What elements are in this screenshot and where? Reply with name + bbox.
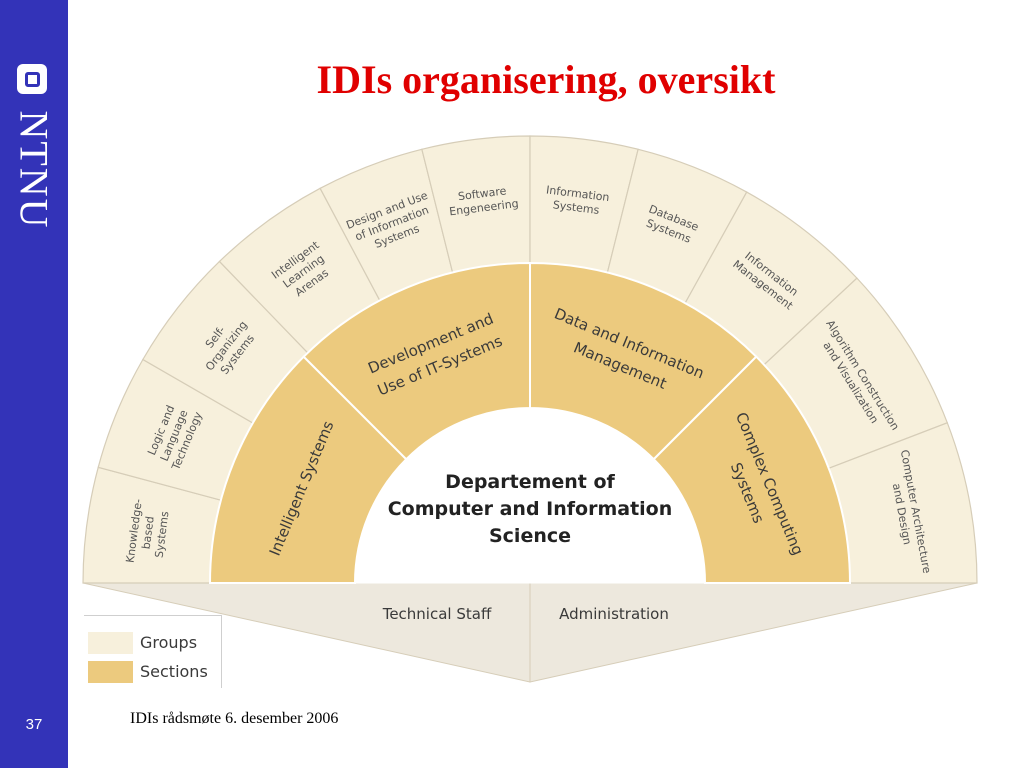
slide-title: IDIs organisering, oversikt	[316, 57, 776, 102]
group-information-systems-label: InformationSystems	[544, 183, 611, 218]
department-name-line: Computer and Information	[388, 498, 673, 520]
center-department-disc	[354, 407, 706, 584]
page-number: 37	[25, 716, 43, 733]
department-name-line: Departement of	[445, 471, 615, 493]
footer-text: IDIs rådsmøte 6. desember 2006	[130, 710, 339, 727]
department-name-line: Science	[489, 525, 571, 547]
ntnu-logo-mark-icon	[17, 64, 47, 94]
legend-label-groups: Groups	[140, 633, 198, 652]
administration-label: Administration	[559, 605, 669, 623]
staff-segment-administration	[529, 582, 978, 683]
sidebar-bar: NTNU 37	[0, 0, 68, 768]
legend-swatch-groups	[88, 632, 133, 654]
legend-label-sections: Sections	[140, 662, 208, 681]
technical-staff-label: Technical Staff	[382, 605, 492, 623]
group-knowledge-based-systems-label: Knowledge-basedSystems	[124, 498, 173, 567]
legend: Groups Sections	[84, 615, 222, 688]
group-software-engineering-label-line: Software	[457, 184, 507, 203]
legend-swatch-sections	[88, 661, 133, 683]
group-information-systems-label-line: Systems	[552, 198, 600, 217]
group-knowledge-based-systems-label-line: Systems	[153, 510, 172, 558]
group-knowledge-based-systems-label-line: based	[140, 515, 157, 550]
